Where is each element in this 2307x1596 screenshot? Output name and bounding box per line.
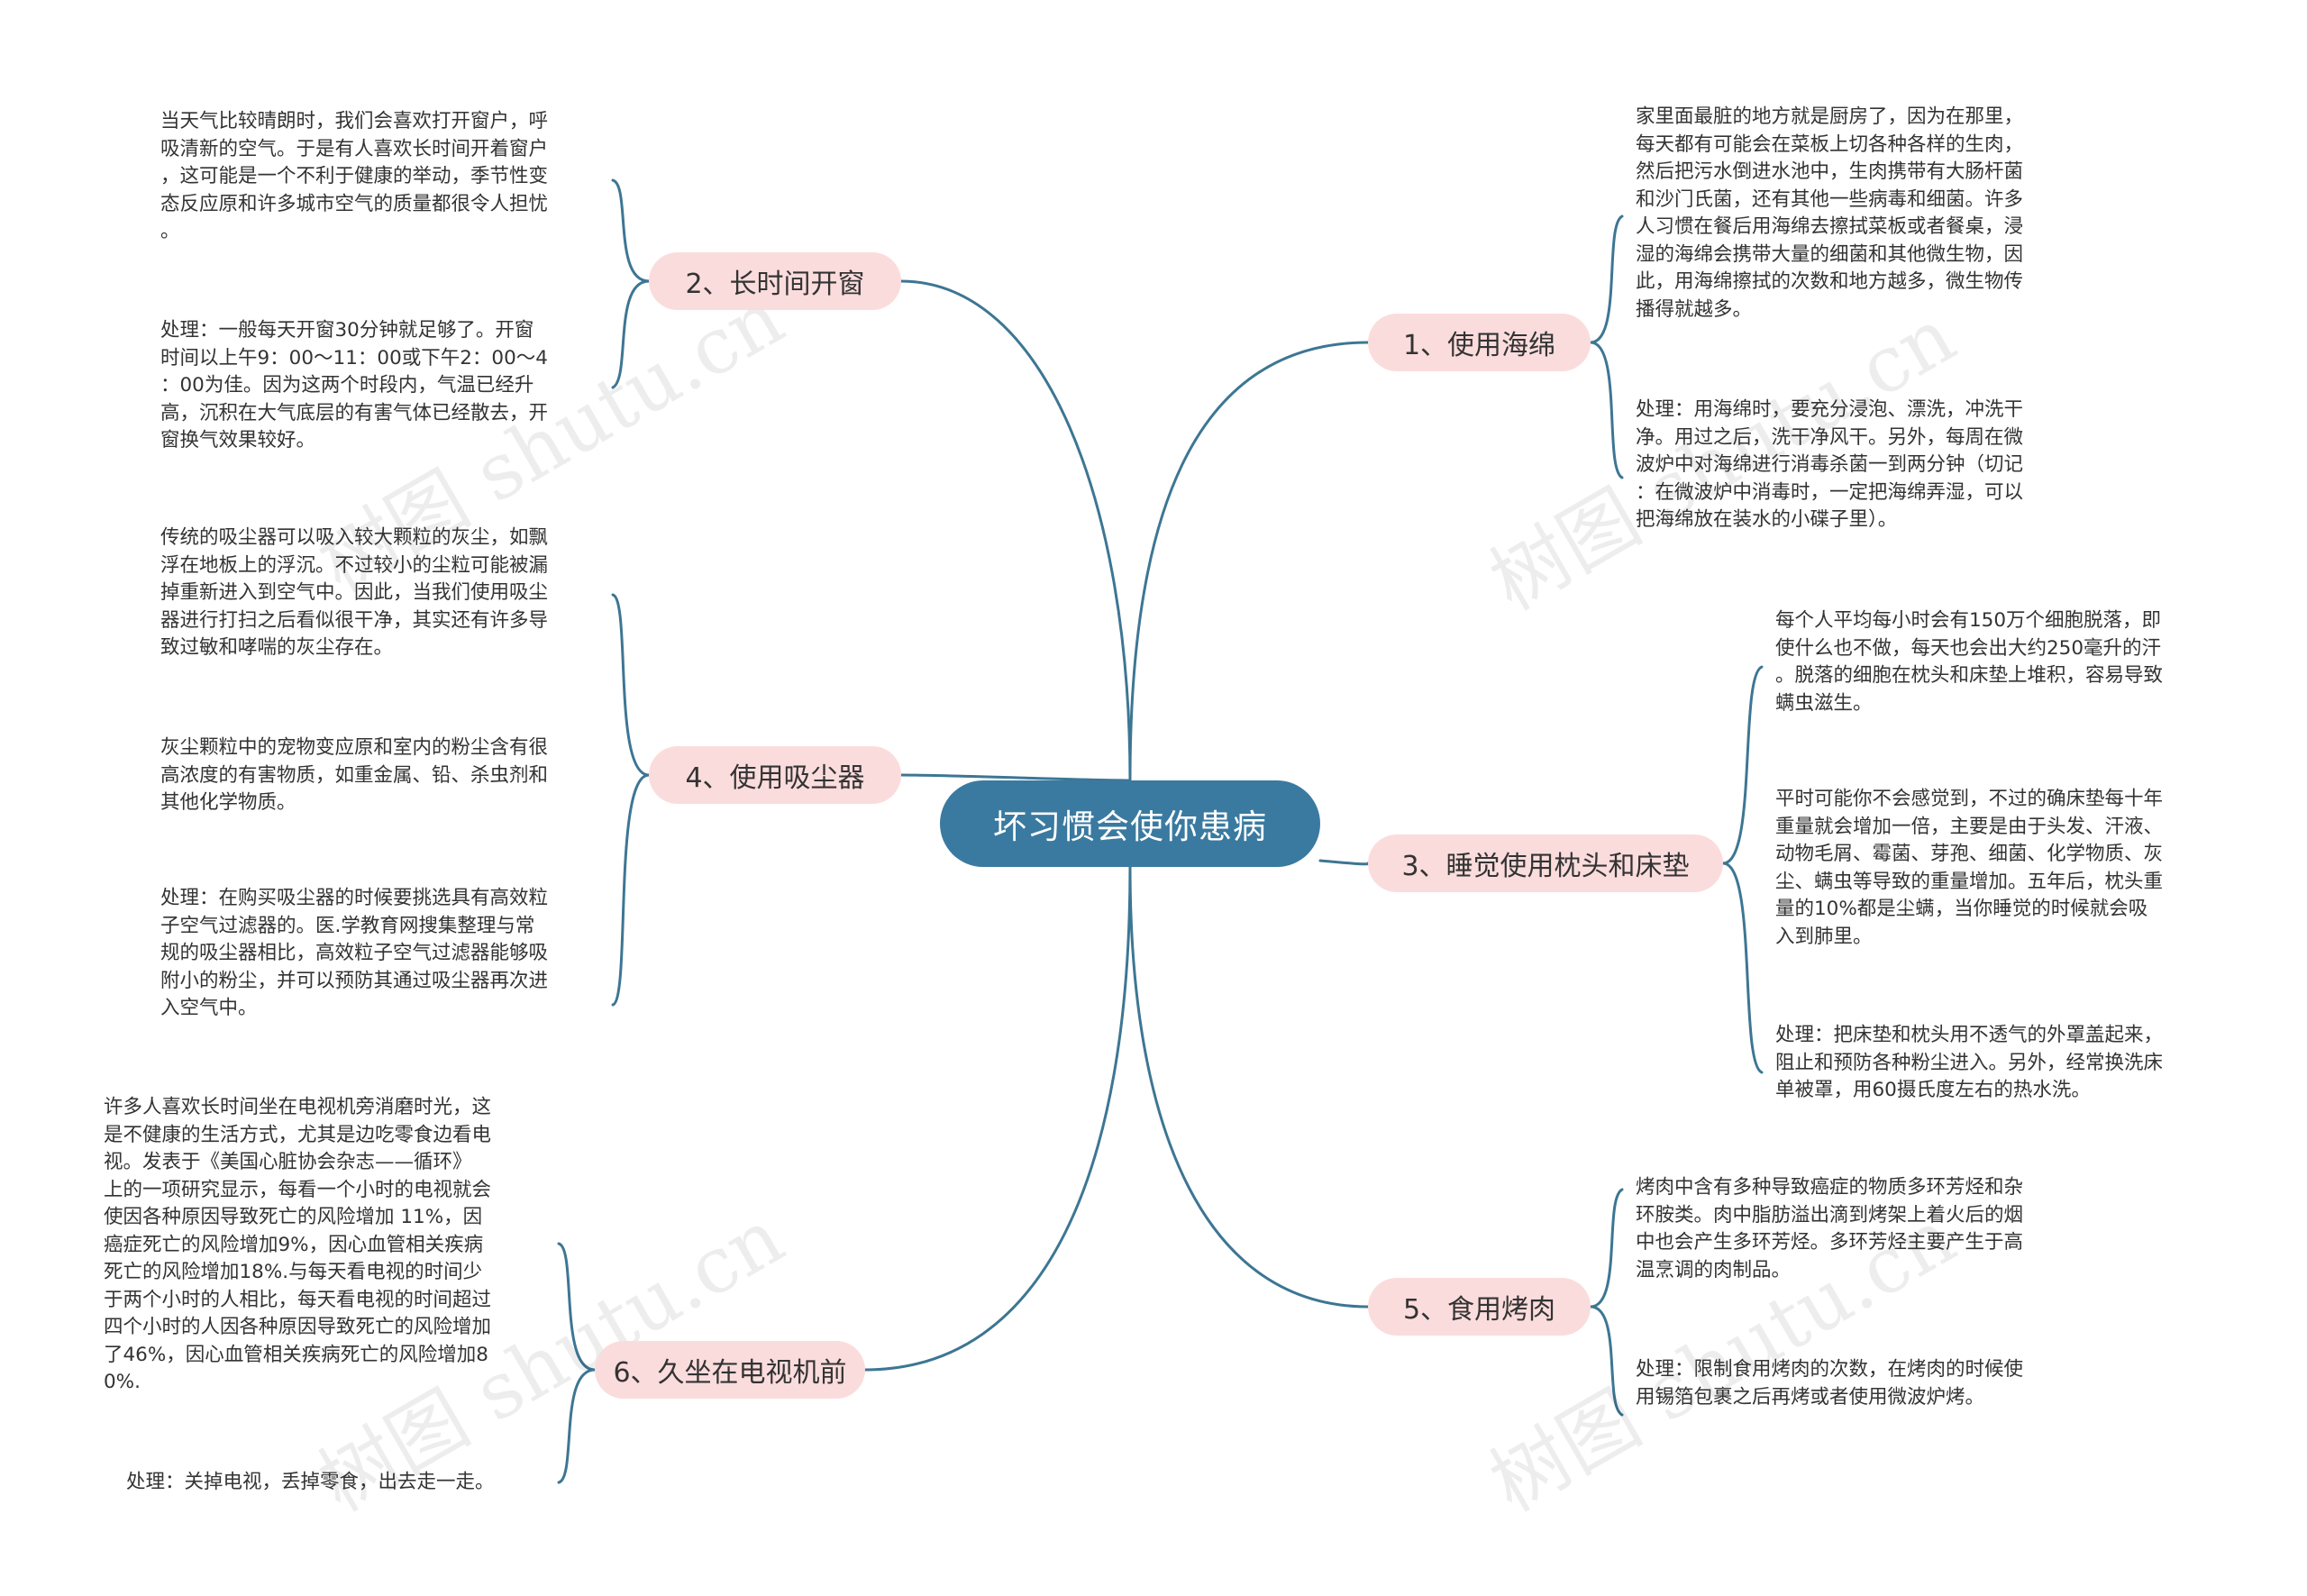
note-3-3: 处理：把床垫和枕头用不透气的外罩盖起来， 阻止和预防各种粉尘进入。另外，经常换洗…	[1775, 1024, 2164, 1101]
note-3-1: 每个人平均每小时会有150万个细胞脱落，即 使什么也不做，每天也会出大约250毫…	[1775, 609, 2164, 715]
note-5-1: 烤肉中含有多种导致癌症的物质多环芳烃和杂 环胺类。肉中脂肪溢出滴到烤架上着火后的…	[1636, 1176, 2024, 1281]
note-3-2: 平时可能你不会感觉到，不过的确床垫每十年 重量就会增加一倍，主要是由于头发、汗液…	[1775, 788, 2164, 948]
note-4-2: 灰尘颗粒中的宠物变应原和室内的粉尘含有很 高浓度的有害物质，如重金属、铅、杀虫剂…	[160, 736, 549, 814]
topic-node-1[interactable]: 1、使用海绵	[1368, 314, 1591, 371]
note-4-3: 处理：在购买吸尘器的时候要挑选具有高效粒 子空气过滤器的。医.学教育网搜集整理与…	[160, 887, 549, 1019]
note-5-2: 处理：限制食用烤肉的次数，在烤肉的时候使 用锡箔包裹之后再烤或者使用微波炉烤。	[1636, 1358, 2024, 1409]
note-6-2: 处理：关掉电视，丢掉零食，出去走一走。	[126, 1471, 495, 1493]
note-1-2: 处理：用海绵时，要充分浸泡、漂洗，冲洗干 净。用过之后，洗干净风干。另外，每周在…	[1636, 398, 2024, 531]
note-2-1: 当天气比较晴朗时，我们会喜欢打开窗户，呼 吸清新的空气。于是有人喜欢长时间开着窗…	[160, 110, 549, 242]
topic-node-6[interactable]: 6、久坐在电视机前	[595, 1341, 865, 1399]
root-node[interactable]: 坏习惯会使你患病	[940, 780, 1320, 867]
topic-node-2[interactable]: 2、长时间开窗	[649, 252, 901, 310]
topic-node-3[interactable]: 3、睡觉使用枕头和床垫	[1368, 834, 1723, 892]
note-4-1: 传统的吸尘器可以吸入较大颗粒的灰尘，如飘 浮在地板上的浮沉。不过较小的尘粒可能被…	[160, 526, 549, 659]
note-2-2: 处理：一般每天开窗30分钟就足够了。开窗 时间以上午9：00～11：00或下午2…	[160, 319, 549, 451]
topic-node-5[interactable]: 5、食用烤肉	[1368, 1278, 1591, 1336]
topic-node-4[interactable]: 4、使用吸尘器	[649, 746, 901, 804]
note-1-1: 家里面最脏的地方就是厨房了，因为在那里， 每天都有可能会在菜板上切各种各样的生肉…	[1636, 105, 2024, 321]
note-6-1: 许多人喜欢长时间坐在电视机旁消磨时光，这 是不健康的生活方式，尤其是边吃零食边看…	[104, 1096, 492, 1393]
